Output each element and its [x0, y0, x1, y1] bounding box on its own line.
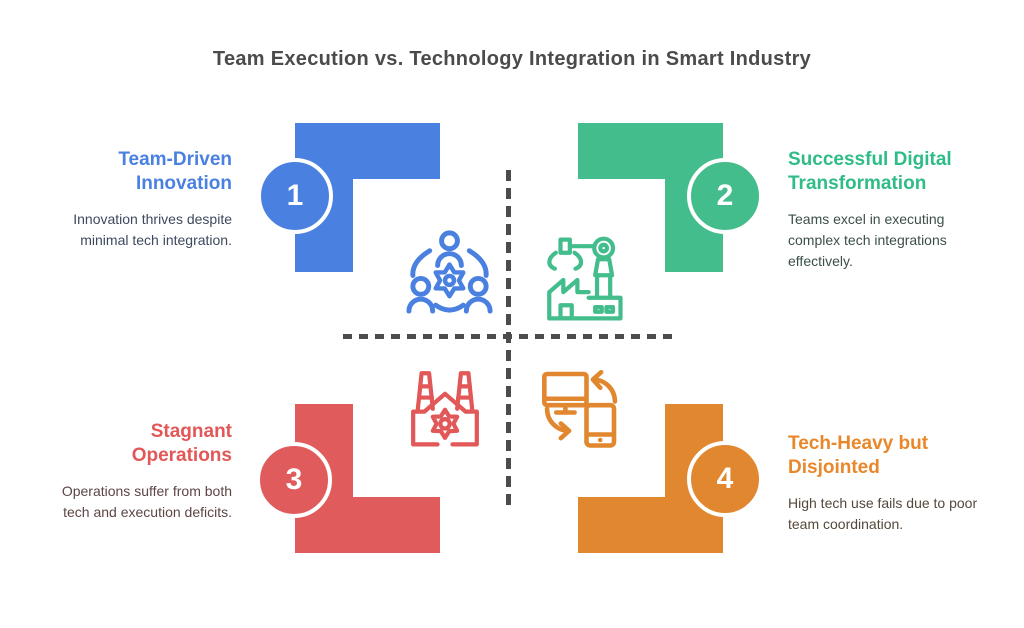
quadrant-1-number: 1	[286, 179, 304, 212]
quadrant-4-description: High tech use fails due to poor team coo…	[788, 494, 978, 532]
horizontal-axis-dashed-line	[343, 334, 677, 339]
quadrant-1-number-badge: 1	[257, 158, 333, 234]
quadrant-3-text-block: Stagnant Operations Operations suffer fr…	[32, 420, 232, 523]
quadrant-2-heading: Successful Digital Transformation	[788, 149, 952, 194]
quadrant-3-number-badge: 3	[256, 442, 332, 518]
quadrant-3-description: Operations suffer from both tech and exe…	[61, 482, 232, 520]
quadrant-4-number-badge: 4	[687, 441, 763, 517]
quadrant-3-number: 3	[285, 463, 303, 496]
quadrant-3-heading: Stagnant Operations	[131, 421, 232, 466]
device-sync-icon	[537, 362, 625, 457]
quadrant-1-text-block: Team-Driven Innovation Innovation thrive…	[32, 148, 232, 251]
factory-chimneys-gear-icon	[400, 362, 490, 455]
quadrant-2-number-badge: 2	[687, 158, 763, 234]
quadrant-4-text-block: Tech-Heavy but Disjointed High tech use …	[788, 432, 998, 535]
smart-factory-robot-arm-icon	[538, 234, 628, 329]
quadrant-4-heading: Tech-Heavy but Disjointed	[788, 433, 929, 478]
quadrant-2-number: 2	[716, 179, 734, 212]
page-title: Team Execution vs. Technology Integratio…	[212, 48, 812, 70]
quadrant-2-description: Teams excel in executing complex tech in…	[788, 210, 947, 269]
quadrant-4-number: 4	[716, 462, 734, 495]
quadrant-1-heading: Team-Driven Innovation	[118, 149, 232, 194]
team-collaboration-icon	[402, 224, 497, 324]
quadrant-2-text-block: Successful Digital Transformation Teams …	[788, 148, 998, 272]
quadrant-1-description: Innovation thrives despite minimal tech …	[73, 210, 232, 248]
